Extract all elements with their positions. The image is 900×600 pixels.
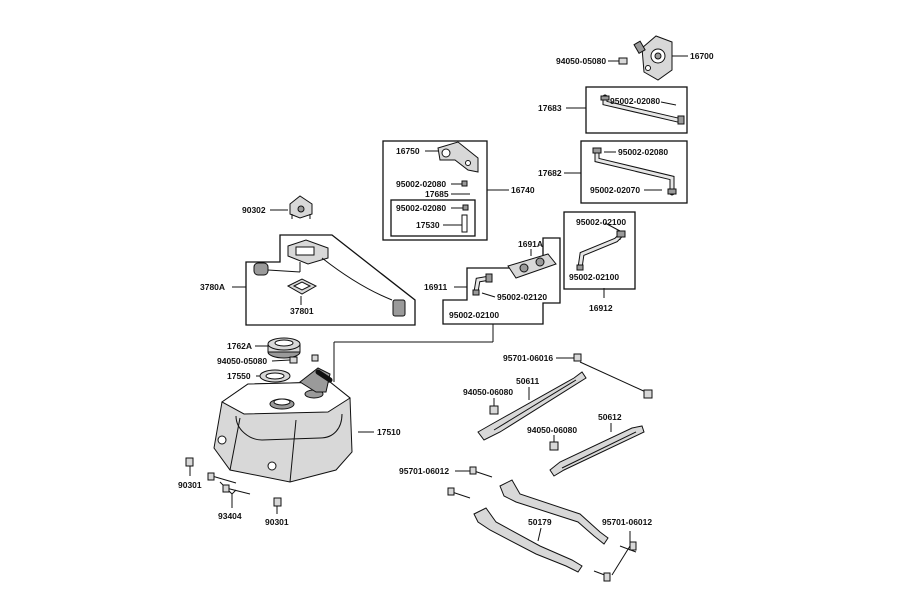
bolts-93404: [207, 472, 251, 495]
label-1762A: 1762A: [227, 341, 252, 351]
label-95701-06012-a: 95701-06012: [399, 466, 449, 476]
bolt-95701-06012-b: [593, 541, 637, 582]
bolt-90301-a: [185, 457, 194, 467]
bolt-94050-05080-top: [618, 57, 628, 65]
fuel-valve-16700: [633, 35, 673, 81]
label-95002-02100-c: 95002-02100: [449, 310, 499, 320]
label-95002-02100-b: 95002-02100: [569, 272, 619, 282]
label-16740: 16740: [511, 185, 535, 195]
label-50612: 50612: [598, 412, 622, 422]
label-50611: 50611: [516, 376, 539, 386]
box-17682: [580, 140, 688, 204]
bracket-16750: [437, 141, 479, 173]
label-17550: 17550: [227, 371, 251, 381]
label-17682: 17682: [538, 168, 562, 178]
cap-90302: [289, 195, 313, 219]
clip-95002-02080-c: [461, 180, 468, 187]
bolt-94050-05080-mid: [289, 354, 319, 364]
label-95701-06012-b: 95701-06012: [602, 517, 652, 527]
leader-lines: [189, 55, 688, 576]
box-17683: [585, 86, 688, 134]
fuel-tank-17510: [213, 367, 353, 483]
label-95002-02080-b: 95002-02080: [618, 147, 668, 157]
label-17510: 17510: [377, 427, 401, 437]
label-95002-02120: 95002-02120: [497, 292, 547, 302]
label-90302: 90302: [242, 205, 266, 215]
bolt-95701-06016: [573, 353, 653, 399]
box-3780A: [245, 234, 416, 326]
bolt-95701-06012-a: [447, 466, 493, 499]
label-16750: 16750: [396, 146, 420, 156]
label-90301-b: 90301: [265, 517, 289, 527]
box-16912: [563, 211, 636, 290]
stays-50179: [473, 479, 609, 573]
valve-1691A: [507, 253, 557, 279]
label-94050-06080-a: 94050-06080: [463, 387, 513, 397]
strap-50612: [549, 425, 645, 477]
clip-95002-02080-d: [462, 204, 469, 211]
label-17685: 17685: [425, 189, 449, 199]
label-37801: 37801: [290, 306, 314, 316]
hose-16911: [472, 273, 493, 296]
nut-94050-06080-a: [489, 405, 499, 415]
box-16911: [442, 237, 561, 325]
label-93404: 93404: [218, 511, 242, 521]
label-95002-02080-c: 95002-02080: [396, 179, 446, 189]
hose-16912: [576, 230, 626, 271]
label-95002-02100-a: 95002-02100: [576, 217, 626, 227]
label-90301-a: 90301: [178, 480, 202, 490]
gasket-37801: [286, 278, 318, 295]
nut-94050-06080-b: [549, 441, 559, 451]
label-94050-05080-mid: 94050-05080: [217, 356, 267, 366]
tube-17530: [461, 214, 468, 233]
label-95701-06016: 95701-06016: [503, 353, 553, 363]
label-1691A: 1691A: [518, 239, 543, 249]
fuel-sender-3780A: [253, 239, 406, 317]
label-95002-02080-d: 95002-02080: [396, 203, 446, 213]
label-16700: 16700: [690, 51, 714, 61]
filler-ring-17550: [259, 369, 291, 383]
strap-50611: [477, 371, 587, 441]
hose-17682: [592, 147, 677, 196]
label-16912: 16912: [589, 303, 613, 313]
box-17530: [390, 199, 476, 237]
label-50179: 50179: [528, 517, 552, 527]
bolt-90301-b: [273, 497, 282, 507]
label-17530: 17530: [416, 220, 440, 230]
label-3780A: 3780A: [200, 282, 225, 292]
label-95002-02080-a: 95002-02080: [610, 96, 660, 106]
label-94050-05080-top: 94050-05080: [556, 56, 606, 66]
label-94050-06080-b: 94050-06080: [527, 425, 577, 435]
label-95002-02070: 95002-02070: [590, 185, 640, 195]
fuel-cap-1762A: [267, 337, 301, 359]
label-16911: 16911: [424, 282, 447, 292]
label-17683: 17683: [538, 103, 562, 113]
hose-17683: [600, 94, 685, 125]
